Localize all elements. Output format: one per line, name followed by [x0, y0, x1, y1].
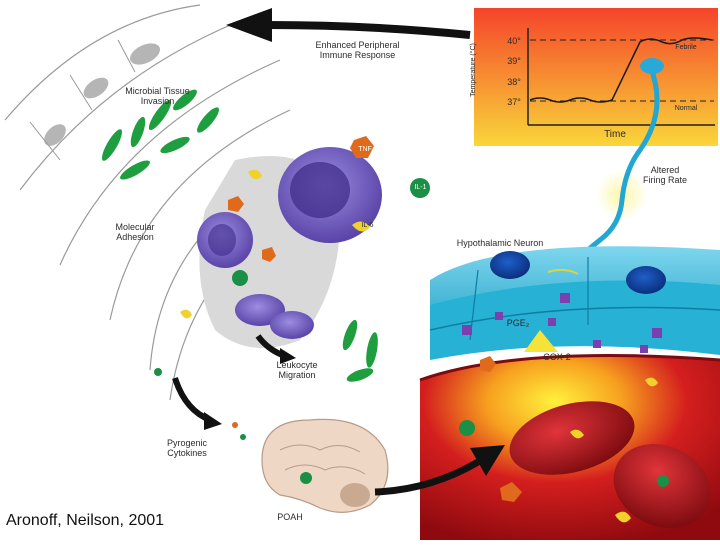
leukocytes: [197, 147, 382, 339]
label-tnf: TNF: [358, 146, 372, 153]
label-hypothalamic-neuron: Hypothalamic Neuron: [456, 238, 544, 248]
cytokine-molecules: [154, 136, 430, 440]
label-il1: IL-1: [414, 184, 427, 191]
pge2-receptors: [462, 293, 662, 353]
graph-x-axis-label: Time: [604, 129, 626, 140]
graph-tick-37: 37°: [507, 97, 521, 107]
source-credit: Aronoff, Neilson, 2001: [6, 512, 165, 529]
graph-y-axis-label: Temperature (°C): [470, 43, 477, 97]
label-enhanced-response: Enhanced Peripheral Immune Response: [315, 40, 400, 60]
label-cox2: COX-2: [543, 352, 571, 362]
label-microbial-invasion: Microbial Tissue Invasion: [125, 86, 190, 106]
label-poah: POAH: [277, 512, 303, 522]
label-altered-firing-rate: Altered Firing Rate: [642, 165, 687, 185]
enhanced-response-arrow: [226, 8, 471, 42]
label-molecular-adhesion: Molecular Adhesion: [115, 222, 155, 242]
blood-vessel: [419, 354, 720, 540]
label-leukocyte-migration: Leukocyte Migration: [276, 360, 318, 380]
migration-arrows: [172, 334, 296, 430]
neuron-layer: [429, 246, 720, 360]
graph-tick-40: 40°: [507, 36, 521, 46]
cox2-upregulation-arrow: [524, 330, 558, 352]
neuron-axon: [573, 58, 664, 264]
graph-tick-38: 38°: [507, 77, 521, 87]
epithelial-cells: [29, 39, 160, 161]
brain-to-vessel-arrow: [374, 445, 505, 496]
graph-tick-39: 39°: [507, 56, 521, 66]
label-pyrogenic-cytokines: Pyrogenic Cytokines: [166, 438, 208, 458]
graph-febrile-label: Febrile: [675, 44, 697, 51]
label-il6: IL-6: [361, 222, 374, 229]
temperature-graph: [474, 8, 718, 146]
bacteria: [102, 89, 378, 382]
label-pge2: PGE₂: [506, 318, 530, 328]
graph-normal-label: Normal: [674, 105, 698, 112]
brain: [261, 418, 389, 513]
